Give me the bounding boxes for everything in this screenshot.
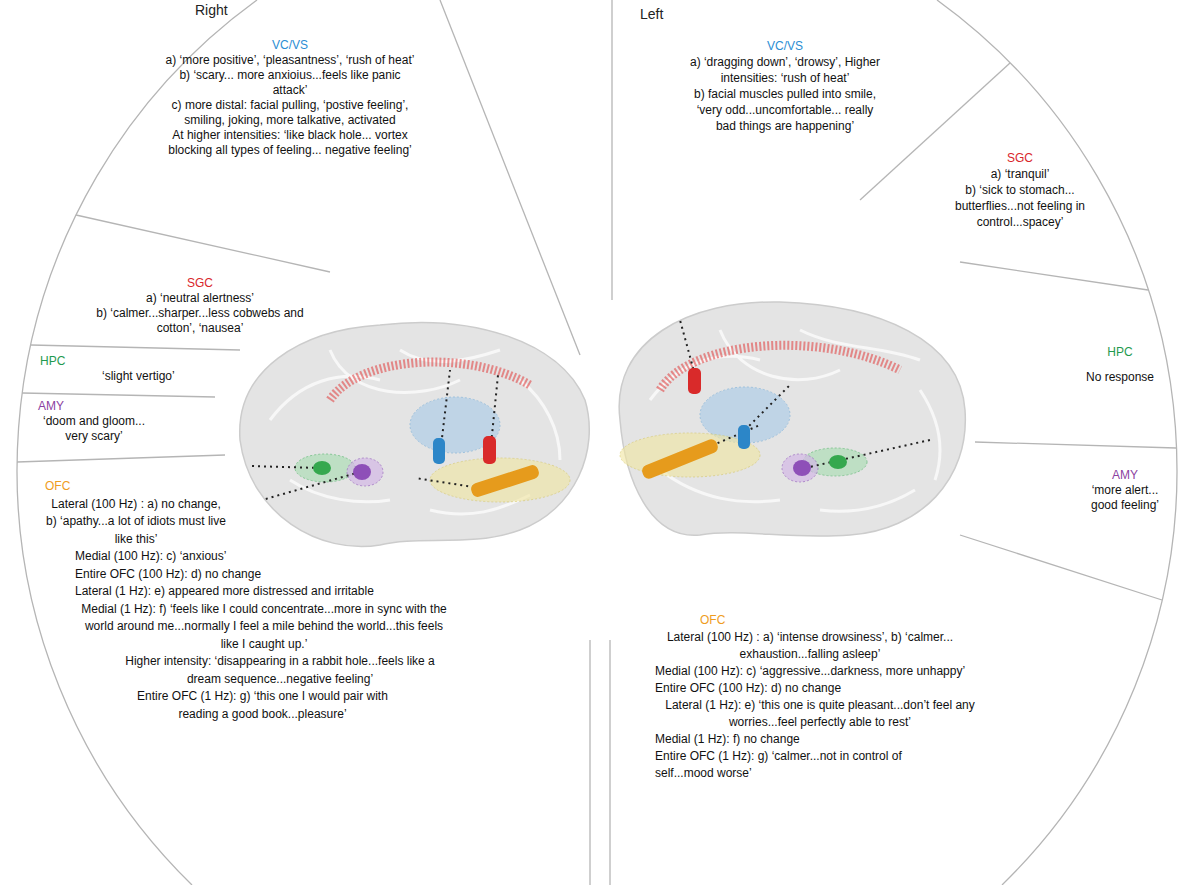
fan-outlines (17, 0, 1177, 885)
patient-report: Medial (100 Hz): c) ‘aggressive...darkne… (655, 663, 1030, 680)
patient-report: Medial (1 Hz): f) no change (655, 731, 1030, 748)
illustration-part (937, 0, 1177, 885)
illustration-part (609, 640, 610, 885)
region-segment: VC/VSa) ‘more positive’, ‘pleasantness’,… (165, 38, 415, 158)
illustration-part (240, 323, 590, 547)
region-heading: SGC (935, 150, 1105, 166)
region-segment: SGCa) ‘tranquil’b) ‘sick to stomach... b… (935, 150, 1105, 230)
region-segment: AMY‘more alert... good feeling’ (1080, 468, 1170, 513)
patient-report: a) ‘neutral alertness’ (95, 291, 305, 306)
patient-report: Entire OFC (100 Hz): d) no change (75, 566, 455, 584)
illustration-part (589, 640, 590, 885)
illustration-part (22, 393, 215, 397)
patient-report: Lateral (100 Hz) : a) no change, b) ‘apa… (45, 496, 227, 549)
patient-report: Medial (1 Hz): f) ‘feels like I could co… (75, 601, 453, 654)
patient-report: Entire OFC (100 Hz): d) no change (655, 680, 1030, 697)
region-segment: HPC No response (1070, 345, 1170, 385)
illustration-part (76, 215, 330, 272)
illustration-part (975, 442, 1176, 448)
illustration-part (738, 425, 750, 449)
illustration-part (782, 454, 818, 482)
illustration-part (640, 438, 719, 481)
illustration-part (829, 455, 847, 469)
region-segment: VC/VSa) ‘dragging down’, ‘drowsy’, Highe… (685, 38, 885, 134)
illustration-part (17, 455, 225, 462)
patient-report: a) ‘dragging down’, ‘drowsy’, Higher int… (685, 54, 885, 86)
region-heading: AMY (38, 399, 168, 414)
region-segment: OFCLateral (100 Hz) : a) ‘intense drowsi… (650, 612, 1030, 782)
illustration-part (313, 461, 331, 475)
patient-report: a) ‘more positive’, ‘pleasantness’, ‘rus… (165, 53, 415, 68)
illustration-part (347, 458, 383, 486)
region-heading: OFC (700, 612, 1030, 629)
illustration-part (483, 436, 496, 464)
patient-report: Higher intensity: ‘disappearing in a rab… (120, 653, 440, 688)
region-heading: AMY (1080, 468, 1170, 483)
illustration-part (619, 302, 965, 536)
illustration-part (688, 368, 701, 394)
patient-report: b) ‘calmer...sharper...less cobwebs and … (95, 306, 305, 336)
region-heading: SGC (95, 276, 305, 291)
hemisphere-label: Left (640, 6, 663, 22)
patient-report: b) ‘sick to stomach... butterflies...not… (935, 182, 1105, 230)
patient-report: ‘doom and gloom... very scary’ (38, 414, 150, 444)
illustration-part (440, 0, 580, 355)
region-heading: VC/VS (685, 38, 885, 54)
brain-right-hemisphere (240, 323, 590, 547)
patient-report: a) ‘tranquil’ (935, 166, 1105, 182)
region-segment: OFCLateral (100 Hz) : a) no change, b) ‘… (40, 478, 455, 723)
hemisphere-label: Right (195, 2, 228, 18)
illustration-part (31, 345, 240, 350)
brain-left-hemisphere (619, 302, 965, 536)
patient-report: b) facial muscles pulled into smile, ‘ve… (685, 86, 885, 134)
region-heading: HPC (40, 354, 210, 369)
region-segment: HPC‘slight vertigo’ (40, 354, 210, 384)
patient-report: Lateral (1 Hz): e) appeared more distres… (75, 583, 455, 601)
patient-report: No response (1070, 370, 1170, 385)
illustration-part (250, 370, 498, 500)
patient-report: c) more distal: facial pulling, ‘postive… (165, 98, 415, 128)
illustration-part (793, 460, 811, 476)
region-heading: OFC (45, 478, 455, 496)
patient-report: Lateral (100 Hz) : a) ‘intense drowsines… (655, 629, 965, 663)
illustration-part (650, 330, 940, 511)
illustration-part (430, 458, 570, 502)
illustration-part (860, 63, 1010, 200)
region-segment: AMY‘doom and gloom... very scary’ (38, 399, 168, 444)
patient-report: ‘more alert... good feeling’ (1080, 483, 1170, 513)
illustration-part (295, 454, 355, 482)
illustration-part (353, 464, 371, 480)
patient-report: Entire OFC (1 Hz): g) ‘calmer...not in c… (655, 748, 945, 782)
illustration-part (433, 438, 445, 464)
region-segment: SGCa) ‘neutral alertness’b) ‘calmer...sh… (95, 276, 305, 336)
patient-report: Medial (100 Hz): c) ‘anxious’ (75, 548, 455, 566)
illustration-part (611, 0, 612, 300)
patient-report: ‘slight vertigo’ (102, 369, 210, 384)
illustration-part (960, 262, 1148, 290)
patient-report: Entire OFC (1 Hz): g) ‘this one I would … (120, 688, 405, 723)
illustration-part (470, 464, 541, 499)
illustration-part (960, 535, 1162, 600)
illustration-part (330, 362, 530, 400)
patient-report: At higher intensities: ‘like black hole.… (165, 128, 415, 158)
region-heading: HPC (1070, 345, 1170, 360)
region-heading: VC/VS (165, 38, 415, 53)
patient-report: b) ‘scary... more anxioius...feels like … (165, 68, 415, 98)
patient-report: Lateral (1 Hz): e) ‘this one is quite pl… (655, 697, 985, 731)
